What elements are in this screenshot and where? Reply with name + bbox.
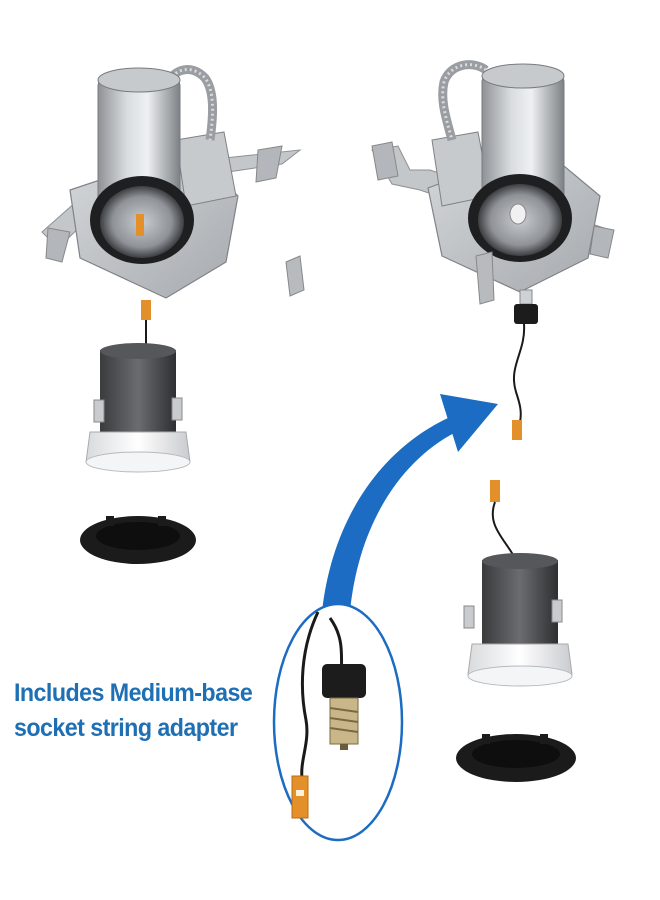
caption-line-1: Includes Medium-base <box>14 679 253 707</box>
recessed-housing-left <box>41 65 305 299</box>
recessed-housing-right <box>371 60 615 305</box>
caption-text: Includes Medium-base socket string adapt… <box>14 676 253 746</box>
socket-adapter-right <box>512 289 538 440</box>
black-trim-ring-left <box>80 516 196 564</box>
led-module-right <box>463 480 573 687</box>
magnified-detail-circle <box>272 602 404 842</box>
curved-arrow-icon <box>322 394 498 612</box>
black-trim-ring-right <box>456 734 576 782</box>
led-module-left <box>85 300 191 473</box>
caption-line-2: socket string adapter <box>14 714 238 742</box>
